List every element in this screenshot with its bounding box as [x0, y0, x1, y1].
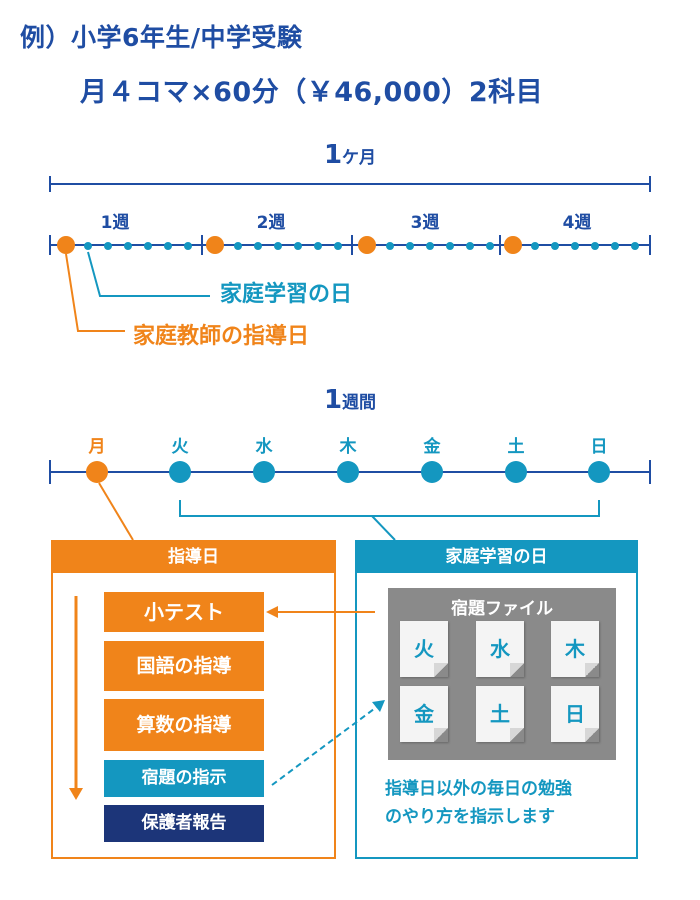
- weekday-study-dots: [169, 461, 610, 483]
- monday-connector: [98, 482, 134, 541]
- homework-arrow-line: [271, 705, 379, 786]
- day-label-fri: 金: [423, 437, 441, 457]
- study-day-dots: [84, 242, 639, 250]
- tutor-day-legend: 家庭教師の指導日: [133, 324, 310, 349]
- month-title-unit: ケ月: [342, 148, 377, 168]
- file-doc-tue: 火: [400, 621, 448, 677]
- step-homework-instruction: 宿題の指示: [104, 760, 264, 797]
- homework-file-title: 宿題ファイル: [451, 599, 553, 619]
- week-label-3: 3週: [410, 213, 440, 233]
- month-span-bracket: [49, 176, 651, 192]
- week-label-2: 2週: [256, 213, 286, 233]
- file-doc-thu: 木: [551, 621, 599, 677]
- day-label-wed: 水: [255, 437, 273, 457]
- month-timeline: [49, 235, 651, 255]
- sequence-arrow-head: [69, 788, 83, 800]
- file-doc-wed: 水: [476, 621, 524, 677]
- file-doc-sun: 日: [551, 686, 599, 742]
- study-bracket-connector: [371, 515, 396, 541]
- tutor-box-header: 指導日: [52, 541, 335, 573]
- month-title-number: 1: [323, 140, 343, 170]
- month-title: 1ケ月: [300, 140, 400, 170]
- study-days-bracket: [179, 500, 600, 517]
- week-label-1: 1週: [100, 213, 130, 233]
- homework-file-panel: 宿題ファイル 火 水 木 金 土 日: [388, 588, 616, 760]
- study-day-legend: 家庭学習の日: [220, 282, 353, 307]
- file-doc-fri: 金: [400, 686, 448, 742]
- step-japanese-lesson: 国語の指導: [104, 641, 264, 691]
- monday-dot: [86, 461, 108, 483]
- day-label-thu: 木: [339, 437, 357, 457]
- homework-arrow-head: [372, 700, 385, 712]
- step-quiz: 小テスト: [104, 592, 264, 632]
- study-description-line1: 指導日以外の毎日の勉強: [385, 779, 572, 799]
- step-math-lesson: 算数の指導: [104, 699, 264, 751]
- day-label-tue: 火: [171, 437, 189, 457]
- week-title-unit: 週間: [342, 393, 377, 413]
- plan-summary: 月４コマ×60分（￥46,000）2科目: [80, 77, 544, 108]
- step-parent-report: 保護者報告: [104, 805, 264, 842]
- week-title-number: 1: [323, 385, 343, 415]
- tutor-day-dots: [57, 236, 522, 254]
- day-label-sun: 日: [590, 437, 608, 457]
- example-heading: 例）小学6年生/中学受験: [20, 23, 303, 52]
- week-label-4: 4週: [562, 213, 592, 233]
- study-box-header: 家庭学習の日: [356, 541, 637, 573]
- file-doc-sat: 土: [476, 686, 524, 742]
- study-leader-line: [87, 251, 210, 297]
- quiz-arrow-head: [266, 606, 278, 618]
- day-label-sat: 土: [507, 437, 525, 457]
- study-description-line2: のやり方を指示します: [385, 807, 555, 827]
- tutor-leader-line: [65, 253, 125, 332]
- day-label-mon: 月: [88, 437, 106, 457]
- week-title: 1週間: [300, 385, 400, 415]
